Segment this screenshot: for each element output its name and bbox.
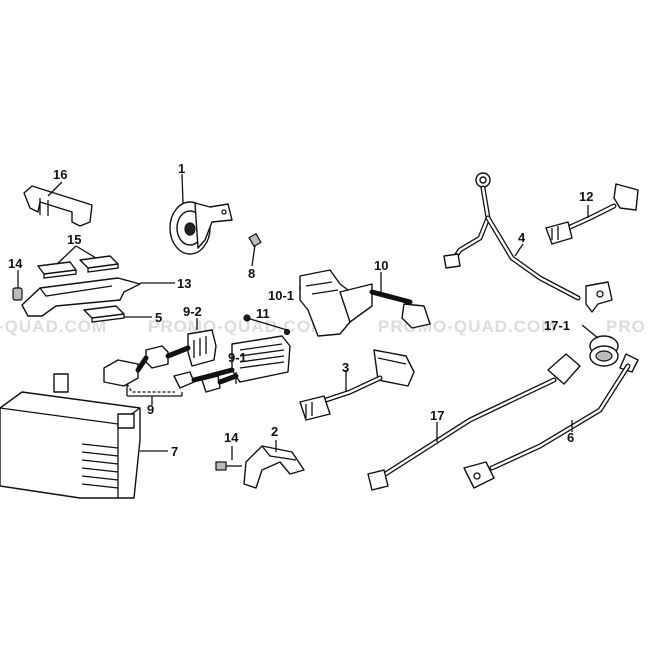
callout-15: 15 (67, 232, 81, 247)
part-9-regulator-assembly (103, 314, 291, 405)
callout-5: 5 (155, 310, 162, 325)
callout-10-1: 10-1 (268, 288, 294, 303)
part-5-pad (83, 305, 152, 323)
callout-labels: 16 1 12 15 14 13 8 4 10 10-1 5 9-2 11 9-… (8, 161, 593, 459)
part-16-bracket (23, 181, 93, 227)
callout-1: 1 (178, 161, 185, 176)
part-1-horn (169, 173, 233, 255)
callout-10: 10 (374, 258, 388, 273)
callout-12: 12 (579, 189, 593, 204)
callout-14-upper: 14 (8, 256, 23, 271)
part-15-pads (37, 245, 119, 279)
callout-9: 9 (147, 402, 154, 417)
callout-9-2: 9-2 (183, 304, 202, 319)
watermark-text-4: PRO (606, 317, 646, 336)
callout-16: 16 (53, 167, 67, 182)
part-13-plate (21, 277, 175, 317)
part-14-screw-upper (12, 270, 23, 301)
part-12-lead (545, 183, 639, 245)
part-2-bracket (243, 440, 305, 489)
watermark-text-2: PROMO-QUAD.COM (148, 317, 326, 336)
callout-8: 8 (248, 266, 255, 281)
callout-7: 7 (171, 444, 178, 459)
callout-2: 2 (271, 424, 278, 439)
callout-17-1: 17-1 (544, 318, 570, 333)
callout-14-lower: 14 (224, 430, 239, 445)
part-14-bolt-lower (215, 446, 242, 471)
part-17-cable (367, 353, 581, 491)
callout-13: 13 (177, 276, 191, 291)
callout-17: 17 (430, 408, 444, 423)
part-7-battery (0, 373, 168, 499)
part-3-relay (299, 349, 415, 421)
part-10-relay (299, 269, 431, 337)
callout-4: 4 (518, 230, 526, 245)
callout-3: 3 (342, 360, 349, 375)
part-8-bolt (248, 232, 262, 267)
part-6-cable (463, 353, 639, 489)
callout-11: 11 (256, 306, 270, 321)
part-4-harness (443, 172, 613, 313)
watermark-text-1: -QUAD.COM (0, 317, 107, 336)
callout-6: 6 (567, 430, 574, 445)
callout-9-1: 9-1 (228, 350, 247, 365)
part-17-1-cap (581, 324, 619, 367)
